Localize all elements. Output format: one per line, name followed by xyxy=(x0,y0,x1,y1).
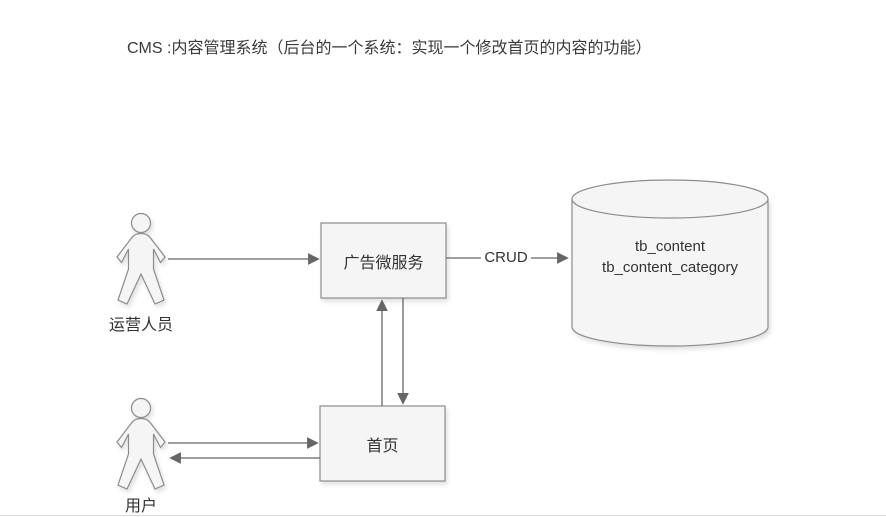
db-table-name: tb_content_category xyxy=(602,259,738,276)
ad-service-label: 广告微服务 xyxy=(343,254,424,272)
crud-edge-label: CRUD xyxy=(481,249,531,267)
user-actor-label: 用户 xyxy=(124,498,157,515)
db-table-name: tb_content xyxy=(634,238,706,255)
ad-service-box xyxy=(320,222,447,299)
operator-actor-label: 运营人员 xyxy=(108,317,173,334)
diagram-title: CMS :内容管理系统（后台的一个系统：实现一个修改首页的内容的功能） xyxy=(127,40,652,57)
database-cylinder xyxy=(571,179,769,347)
database-tables-label: tb_content tb_content_category xyxy=(572,236,768,278)
operator-actor-shape xyxy=(116,212,166,305)
homepage-box xyxy=(319,405,446,482)
homepage-label: 首页 xyxy=(366,437,399,455)
bottom-edge-line xyxy=(0,515,886,516)
user-actor-shape xyxy=(116,397,166,490)
